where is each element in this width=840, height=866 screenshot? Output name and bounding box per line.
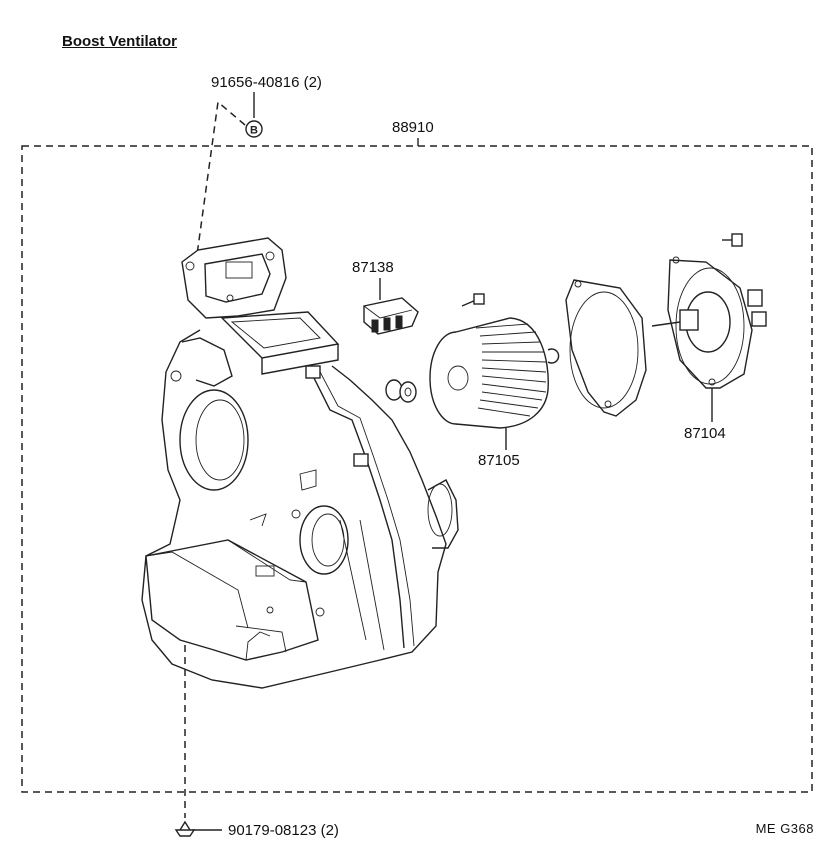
- footer-code: ME G368: [755, 821, 814, 836]
- nut-icon: [385, 379, 417, 403]
- side-outlet: [299, 505, 349, 575]
- callout-b-circle: [245, 120, 263, 138]
- housing-body: [141, 329, 447, 689]
- callout-b-letter: B: [250, 125, 258, 137]
- part-label-fan: 87105: [478, 452, 520, 469]
- front-inlet: [179, 389, 249, 491]
- part-label-assembly: 88910: [392, 119, 434, 136]
- fan-part: [429, 317, 549, 450]
- part-label-motor: 87104: [684, 425, 726, 442]
- tube-stub: [427, 479, 459, 549]
- blower-housing: [141, 237, 459, 689]
- lower-box: [145, 539, 319, 661]
- small-screw-icon: [461, 293, 485, 307]
- screw-dashed-leader: [195, 100, 246, 263]
- wire-harness: [309, 369, 405, 649]
- resistor-part: [363, 278, 419, 335]
- diagram-title: Boost Ventilator: [62, 33, 178, 50]
- part-label-screw: 91656-40816 (2): [211, 74, 322, 91]
- assembly-boundary: [21, 145, 813, 793]
- clip-ring-icon: [547, 348, 560, 364]
- gasket-plate: [565, 279, 647, 417]
- clip-icon: [174, 820, 196, 837]
- part-label-clip: 90179-08123 (2): [228, 822, 339, 839]
- motor-part: [651, 256, 767, 422]
- motor-screw-icon: [722, 233, 743, 247]
- part-label-resistor: 87138: [352, 259, 394, 276]
